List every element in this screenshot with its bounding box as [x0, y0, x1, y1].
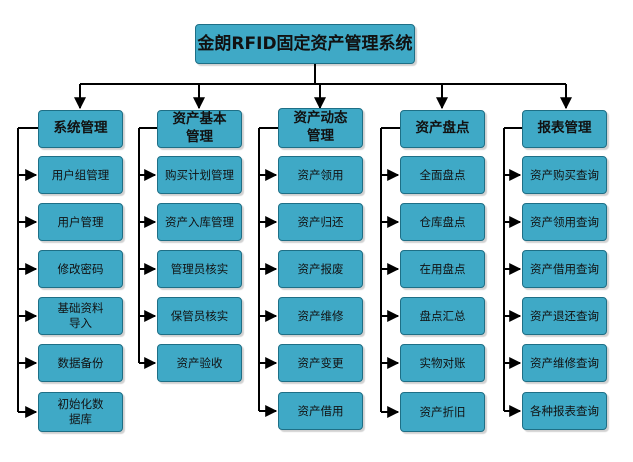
- item-box: 资产退还查询: [522, 297, 607, 335]
- category-box: 系统管理: [38, 110, 123, 148]
- item-box: 数据备份: [38, 344, 123, 382]
- item-box: 仓库盘点: [400, 203, 485, 241]
- item-box: 资产借用: [278, 392, 363, 430]
- item-box: 资产购买查询: [522, 156, 607, 194]
- item-box: 资产领用查询: [522, 203, 607, 241]
- item-box: 用户管理: [38, 203, 123, 241]
- item-box: 保管员核实: [157, 297, 242, 335]
- item-box: 购买计划管理: [157, 156, 242, 194]
- item-box: 修改密码: [38, 250, 123, 288]
- item-box: 资产领用: [278, 156, 363, 194]
- item-box: 基础资料 导入: [38, 297, 123, 335]
- item-box: 用户组管理: [38, 156, 123, 194]
- item-box: 初始化数 据库: [38, 392, 123, 432]
- item-box: 资产维修查询: [522, 344, 607, 382]
- item-box: 资产入库管理: [157, 203, 242, 241]
- item-box: 盘点汇总: [400, 297, 485, 335]
- diagram-title: 金朗RFID固定资产管理系统: [195, 24, 415, 64]
- item-box: 管理员核实: [157, 250, 242, 288]
- item-box: 资产变更: [278, 344, 363, 382]
- item-box: 各种报表查询: [522, 392, 607, 430]
- category-box: 资产动态 管理: [278, 108, 363, 148]
- item-box: 全面盘点: [400, 156, 485, 194]
- item-box: 资产折旧: [400, 392, 485, 432]
- item-box: 资产维修: [278, 297, 363, 335]
- item-box: 实物对账: [400, 344, 485, 382]
- item-box: 资产借用查询: [522, 250, 607, 288]
- item-box: 资产验收: [157, 344, 242, 382]
- item-box: 资产报废: [278, 250, 363, 288]
- item-box: 资产归还: [278, 203, 363, 241]
- item-box: 在用盘点: [400, 250, 485, 288]
- category-box: 资产基本 管理: [157, 110, 242, 148]
- category-box: 报表管理: [522, 110, 607, 148]
- category-box: 资产盘点: [400, 110, 485, 148]
